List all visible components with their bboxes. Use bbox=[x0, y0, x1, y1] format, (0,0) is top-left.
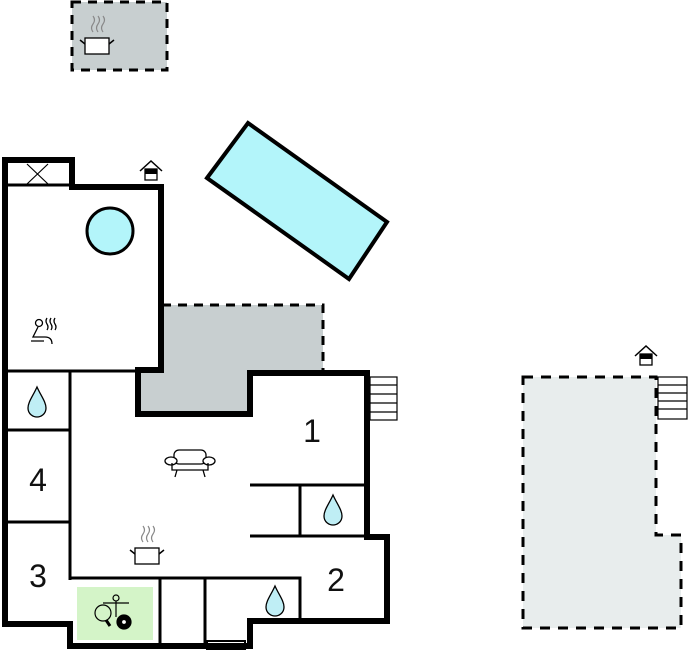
stairs-icon bbox=[657, 376, 688, 420]
stairs-icon bbox=[369, 376, 398, 421]
bathroom-icon bbox=[27, 386, 47, 418]
sofa-icon bbox=[164, 449, 216, 478]
outdoor-kitchen-area bbox=[70, 0, 169, 72]
terrace bbox=[137, 305, 323, 415]
bathroom-icon bbox=[323, 494, 343, 526]
sauna-vent bbox=[26, 163, 49, 185]
room-label-1: 1 bbox=[303, 413, 321, 449]
room-label-4: 4 bbox=[29, 462, 47, 498]
entrance-icon bbox=[634, 345, 658, 366]
sauna-icon bbox=[31, 317, 57, 345]
game-room bbox=[77, 587, 153, 640]
room-label-3: 3 bbox=[29, 558, 47, 594]
entrance-icon bbox=[139, 160, 163, 181]
room-label-2: 2 bbox=[327, 562, 345, 598]
exterior-walls bbox=[2, 157, 390, 649]
terrace-dashed-edge bbox=[162, 303, 325, 372]
hot-tub bbox=[85, 206, 135, 256]
pool bbox=[204, 120, 390, 282]
bathroom-icon bbox=[265, 585, 285, 617]
game-room-icon bbox=[94, 594, 132, 630]
interior-walls bbox=[6, 183, 368, 645]
kitchen-icon bbox=[129, 525, 165, 565]
outdoor-area bbox=[521, 375, 683, 630]
